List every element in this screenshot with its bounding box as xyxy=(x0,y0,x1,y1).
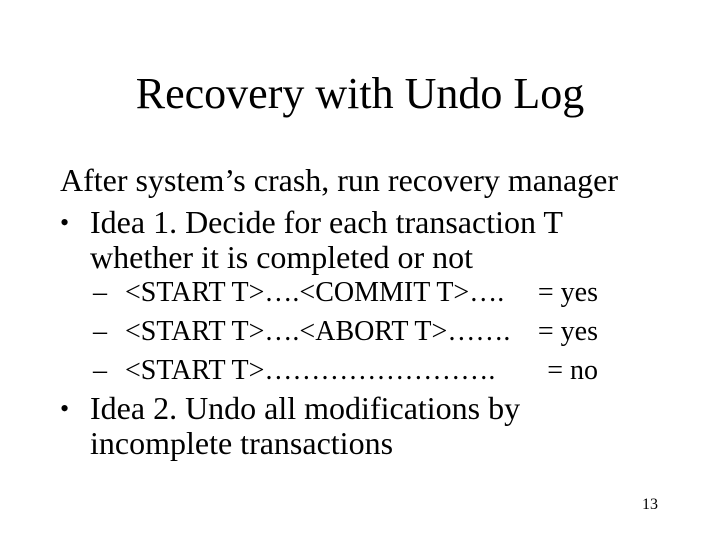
slide-title: Recovery with Undo Log xyxy=(135,69,585,118)
page-number: 13 xyxy=(642,496,658,513)
bullet-item-idea-2: • Idea 2. Undo all modifications by inco… xyxy=(60,391,580,461)
result-commit: = yes xyxy=(537,277,598,308)
result-incomplete: = no xyxy=(547,355,598,386)
dash-icon: – xyxy=(93,355,107,386)
subitem-abort-case: – <START T>….<ABORT T>……. = yes xyxy=(93,312,598,351)
bullet-text-idea-1: Idea 1. Decide for each transaction T wh… xyxy=(90,204,563,275)
log-pattern-abort: <START T>….<ABORT T>……. xyxy=(125,316,511,347)
intro-text: After system’s crash, run recovery manag… xyxy=(60,162,618,198)
dash-icon: – xyxy=(93,316,107,347)
subitem-commit-case: – <START T>….<COMMIT T>…. = yes xyxy=(93,273,598,312)
bullet-icon: • xyxy=(60,394,70,423)
log-pattern-commit: <START T>….<COMMIT T>…. xyxy=(125,277,505,308)
log-pattern-incomplete: <START T>……………………. xyxy=(125,355,496,386)
dash-icon: – xyxy=(93,277,107,308)
bullet-item-idea-1: • Idea 1. Decide for each transaction T … xyxy=(60,205,580,275)
bullet-icon: • xyxy=(60,208,70,237)
bullet-text-idea-2: Idea 2. Undo all modifications by incomp… xyxy=(90,390,521,461)
result-abort: = yes xyxy=(537,316,598,347)
subitem-incomplete-case: – <START T>……………………. = no xyxy=(93,351,598,390)
